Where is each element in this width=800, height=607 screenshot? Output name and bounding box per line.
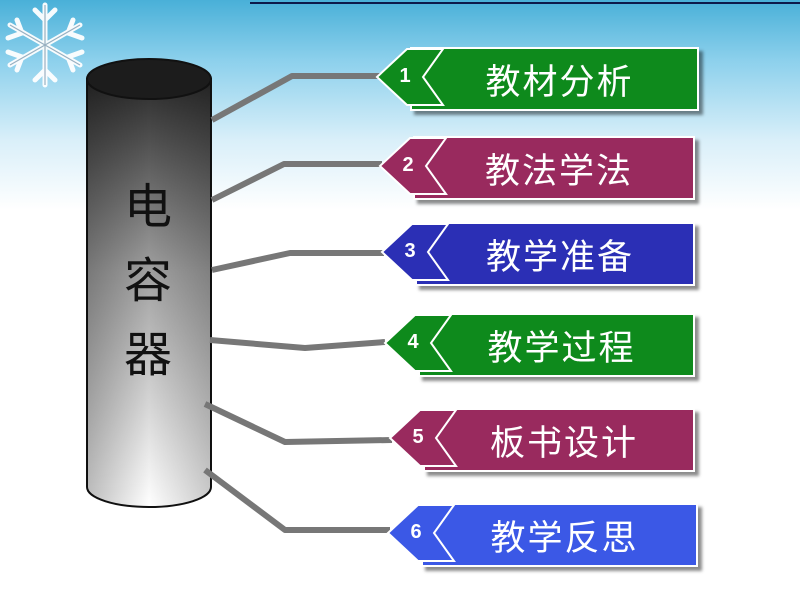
topic-label: 教学反思 <box>490 518 639 559</box>
top-divider-line <box>250 2 800 4</box>
topic-label-box: 教学过程 <box>418 313 695 377</box>
topic-label-box: 教法学法 <box>413 136 695 200</box>
topic-number: 5 <box>412 426 424 448</box>
topic-number: 6 <box>410 521 422 543</box>
center-char: 容 <box>123 253 172 309</box>
center-char: 电 <box>123 179 172 235</box>
topic-item-5[interactable]: 板书设计 5 <box>388 408 698 472</box>
topic-number: 3 <box>404 240 416 262</box>
number-chevron-icon <box>386 504 456 562</box>
connector-1 <box>210 73 380 123</box>
topic-number: 2 <box>402 154 414 176</box>
center-char: 器 <box>123 327 172 383</box>
connector-2 <box>210 161 382 203</box>
connector-5 <box>203 401 393 445</box>
topic-item-2[interactable]: 教法学法 2 <box>378 136 698 200</box>
connector-4 <box>209 337 386 351</box>
number-chevron-icon <box>388 409 458 467</box>
topic-item-6[interactable]: 教学反思 6 <box>386 503 701 567</box>
number-chevron-icon <box>375 48 445 106</box>
snowflake-icon <box>5 2 85 88</box>
topic-label: 教法学法 <box>484 151 633 192</box>
connector-6 <box>203 467 390 533</box>
topic-item-1[interactable]: 教材分析 1 <box>375 47 700 111</box>
topic-label: 教学过程 <box>487 328 636 369</box>
topic-label: 板书设计 <box>489 423 638 464</box>
topic-number: 1 <box>399 65 411 87</box>
topic-number: 4 <box>407 331 419 353</box>
topic-item-4[interactable]: 教学过程 4 <box>383 313 698 377</box>
topic-label-box: 板书设计 <box>423 408 695 472</box>
topic-label-box: 教学准备 <box>415 222 695 286</box>
topic-label-box: 教材分析 <box>410 47 699 111</box>
topic-item-3[interactable]: 教学准备 3 <box>380 222 698 286</box>
number-chevron-icon <box>378 137 448 195</box>
capacitor-cylinder <box>86 58 212 508</box>
number-chevron-icon <box>380 223 450 281</box>
connector-3 <box>211 250 384 273</box>
topic-label: 教材分析 <box>485 62 634 103</box>
number-chevron-icon <box>383 314 453 372</box>
topic-label: 教学准备 <box>485 237 634 278</box>
center-label: 电 容 器 <box>113 170 183 392</box>
topic-label-box: 教学反思 <box>421 503 698 567</box>
